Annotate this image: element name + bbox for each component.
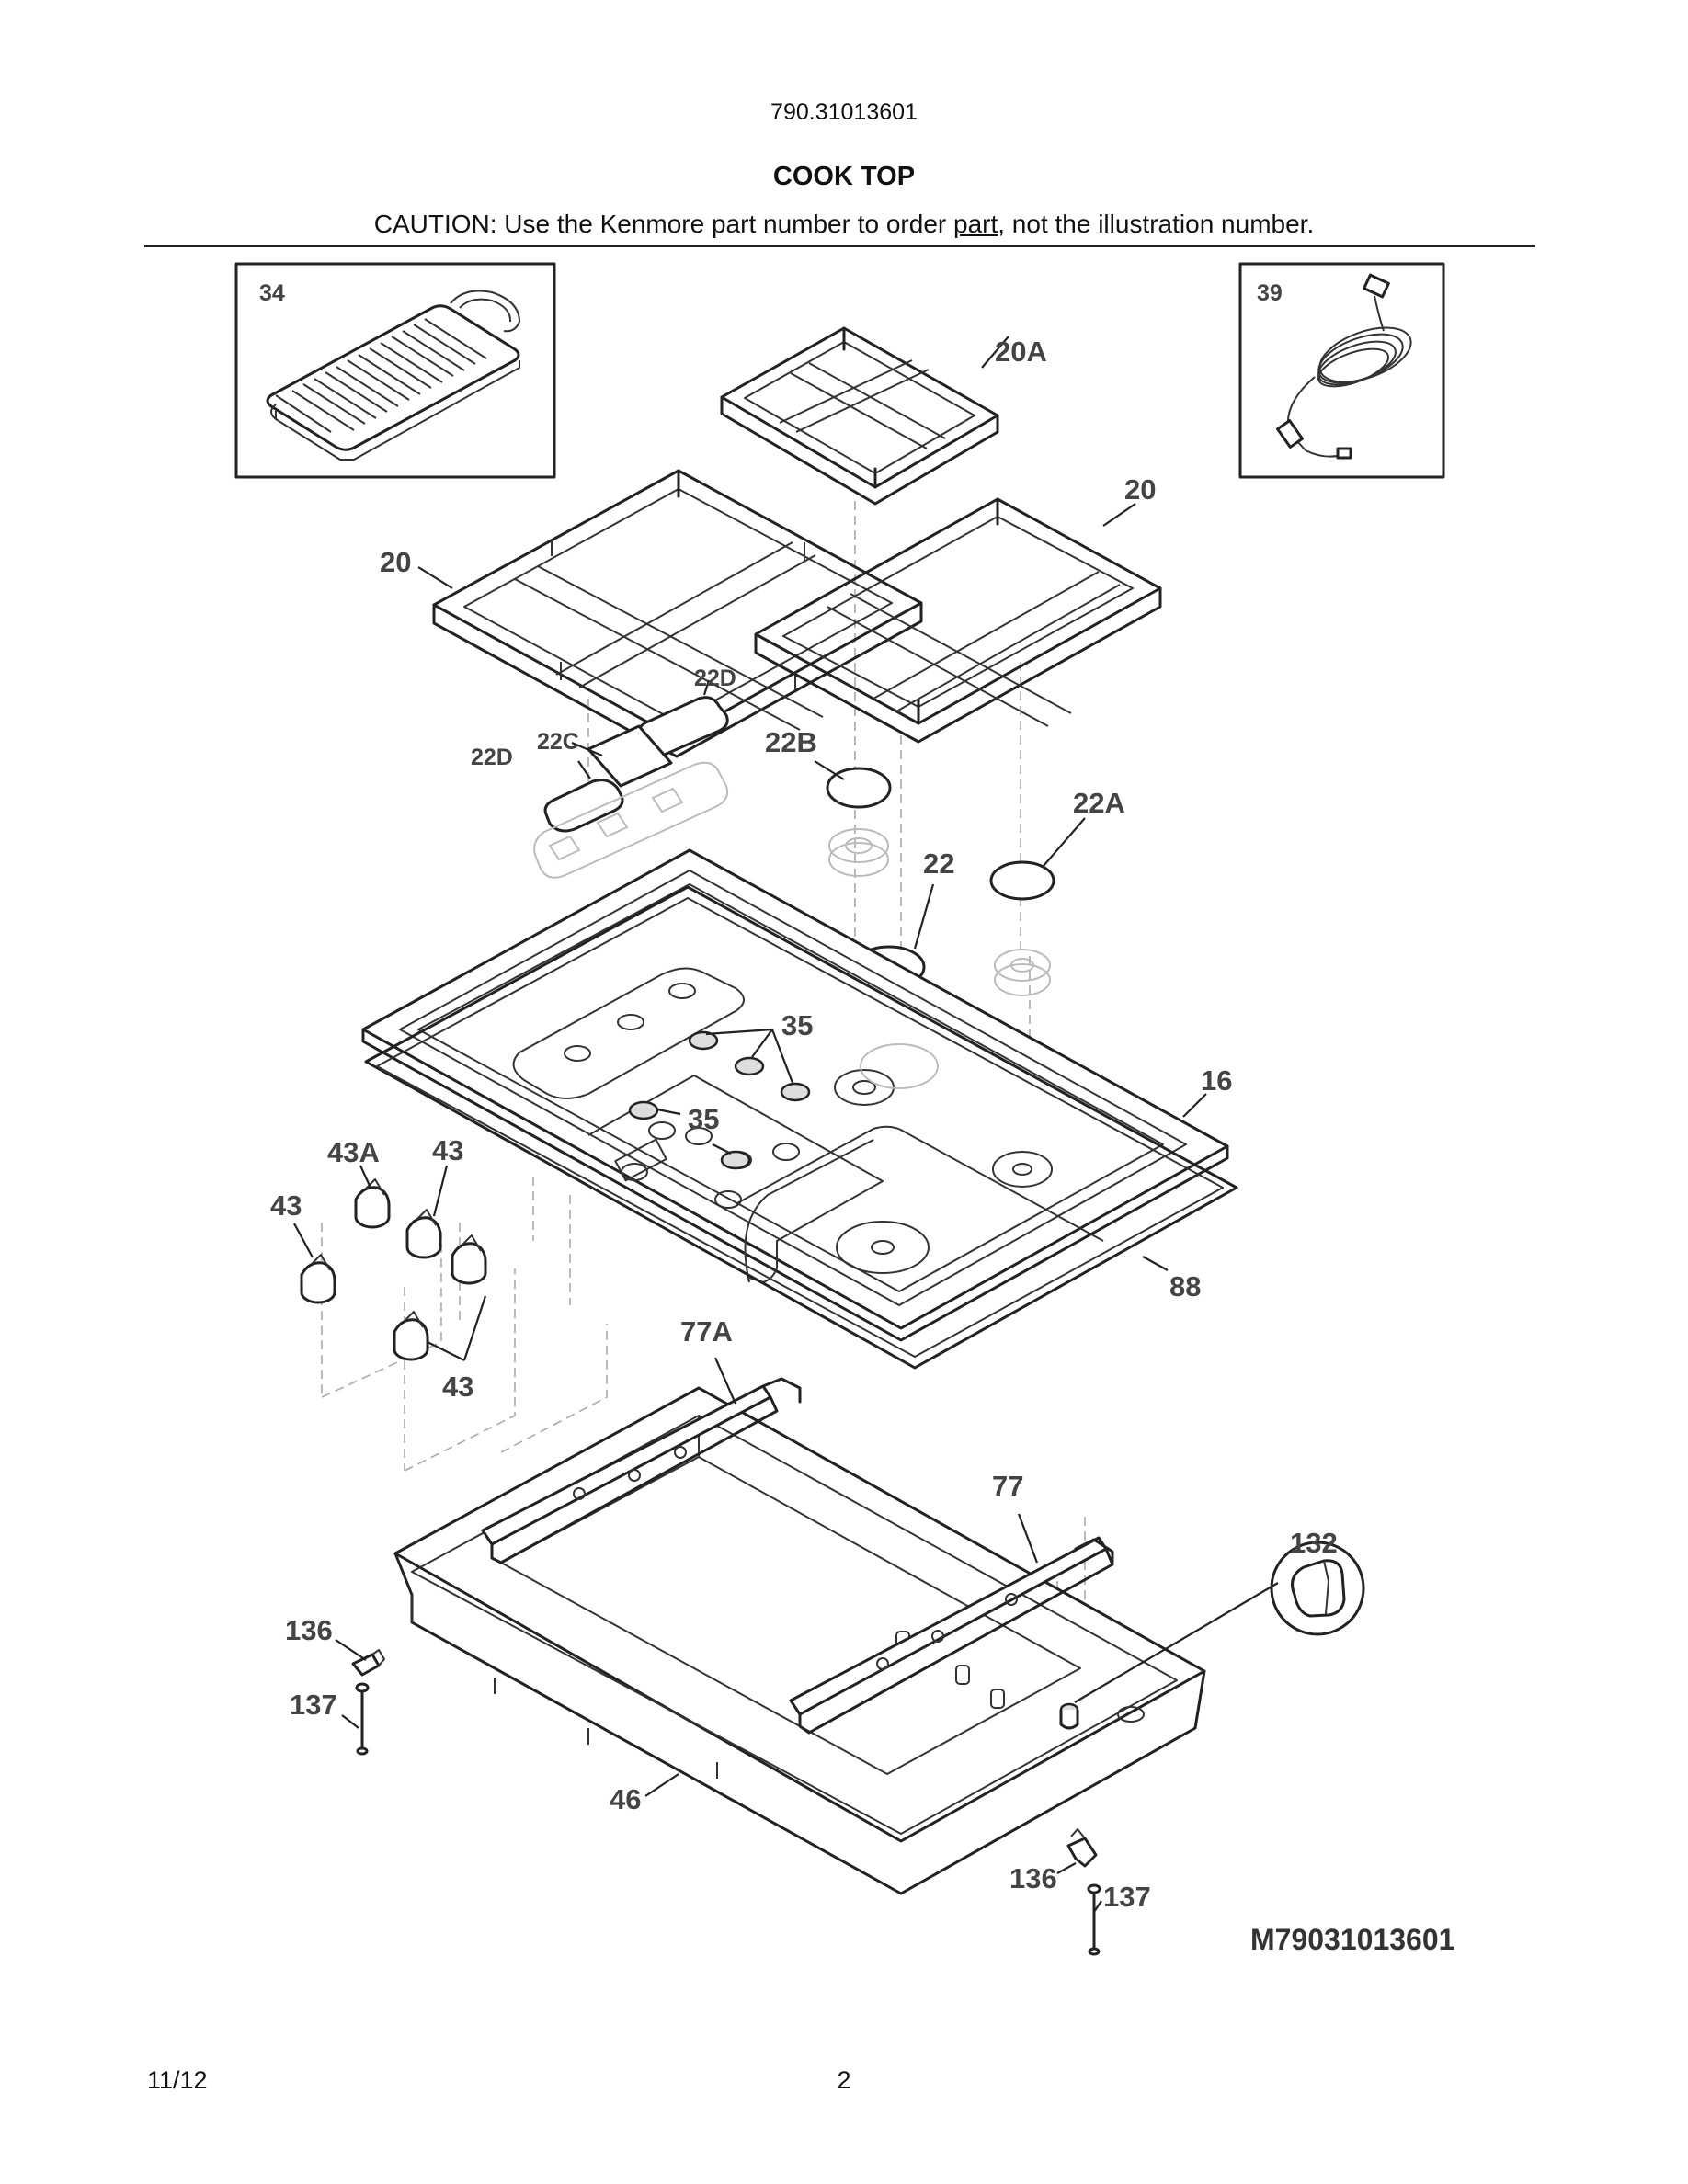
griddle-inset-frame [234, 262, 556, 479]
grate-center-20a [720, 326, 999, 506]
callout-22d-top: 22D [694, 665, 736, 691]
knob-43a [354, 1178, 391, 1229]
callout-35-lower: 35 [688, 1103, 719, 1135]
callout-22a: 22A [1073, 787, 1125, 819]
callout-20a: 20A [995, 336, 1047, 368]
callout-22b: 22B [765, 726, 817, 758]
callout-43-bottom: 43 [442, 1371, 473, 1403]
caution-note: CAUTION: Use the Kenmore part number to … [0, 210, 1688, 239]
callout-43a: 43A [327, 1136, 380, 1168]
header-rule [144, 245, 1535, 247]
callout-136-left: 136 [285, 1614, 333, 1646]
clip-136-right [1066, 1828, 1098, 1868]
clip-132 [1059, 1541, 1365, 1730]
callout-22d-left: 22D [471, 745, 513, 770]
section-title: COOK TOP [772, 162, 916, 191]
gasket-88 [364, 885, 1238, 1370]
page-number: 2 [837, 2066, 851, 2094]
power-cord-inset: 39 [1238, 262, 1445, 479]
power-cord-icon [1276, 273, 1412, 460]
grate-right-20 [754, 497, 1162, 744]
griddle-icon [266, 290, 520, 461]
knob-43-top [405, 1209, 442, 1259]
caution-prefix: CAUTION: Use the Kenmore part number to … [373, 210, 953, 238]
callout-43-left: 43 [270, 1189, 302, 1222]
callout-20-left: 20 [380, 546, 411, 578]
caution-underlined-word: part [953, 210, 998, 238]
screw-137-left [355, 1682, 370, 1756]
control-covers [533, 696, 729, 879]
grommets-35 [628, 1030, 811, 1170]
callout-88: 88 [1169, 1270, 1201, 1302]
grate-left-20 [432, 469, 923, 758]
callout-20-right: 20 [1124, 473, 1156, 506]
callout-136-right: 136 [1009, 1862, 1057, 1894]
callout-132: 132 [1290, 1527, 1338, 1559]
callout-77: 77 [992, 1470, 1023, 1502]
leader-lines [293, 336, 1207, 1913]
knob-43-mid [451, 1234, 487, 1285]
chassis-46 [393, 1386, 1206, 1895]
revision-date: 11/12 [147, 2066, 208, 2094]
bracket-77a [481, 1377, 802, 1564]
callout-34: 34 [259, 280, 285, 306]
callout-46: 46 [610, 1783, 641, 1815]
callout-137-right: 137 [1103, 1881, 1151, 1913]
burner-cap-22a [989, 860, 1055, 901]
callout-22c: 22C [537, 729, 579, 755]
cover-22c [587, 724, 673, 788]
burner-head-22a [994, 949, 1051, 996]
callout-39: 39 [1257, 280, 1283, 306]
burner-head-front-ghost [860, 1043, 939, 1089]
burner-head-22b [828, 828, 889, 877]
cover-22d-left [543, 779, 624, 833]
callout-43-top: 43 [432, 1134, 463, 1166]
callout-16: 16 [1201, 1064, 1232, 1097]
griddle-inset: 34 [234, 262, 556, 479]
model-number: 790.31013601 [770, 99, 918, 125]
caution-suffix: , not the illustration number. [998, 210, 1315, 238]
callout-137-left: 137 [290, 1689, 337, 1721]
screw-137-right [1087, 1883, 1101, 1956]
clip-136-left [351, 1649, 385, 1677]
callout-35-upper: 35 [781, 1009, 813, 1041]
control-panel-recess [512, 967, 745, 1099]
clip-132-detail-circle [1270, 1541, 1365, 1636]
knob-43-bottom [393, 1311, 429, 1361]
power-cord-inset-frame [1238, 262, 1445, 479]
callout-77a: 77A [680, 1315, 733, 1348]
drawing-number: M79031013601 [1250, 1923, 1455, 1956]
callout-22: 22 [923, 847, 954, 880]
bracket-77 [789, 1536, 1114, 1735]
knobs-43 [300, 1178, 487, 1361]
callout-labels: 20A 20 20 22D 22C 22D 22B 22A 22 16 88 3… [270, 336, 1338, 1913]
knob-43-left [300, 1254, 336, 1304]
